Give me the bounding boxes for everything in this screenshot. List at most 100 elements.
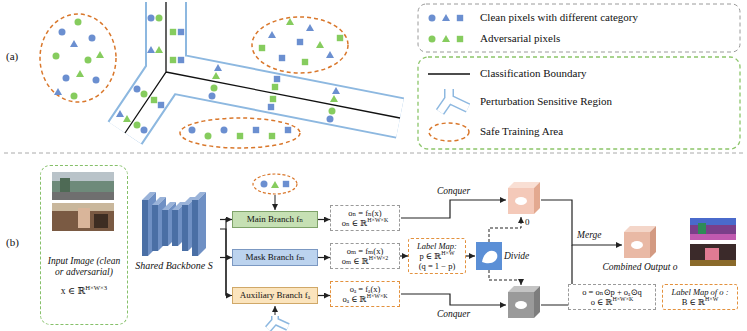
pixel-points-part [189, 127, 196, 134]
backbone-blocks-part [172, 210, 178, 246]
pixel-points-part [53, 53, 60, 60]
pixel-points-part [123, 115, 131, 122]
pixel-points-part [141, 91, 148, 98]
output-map [690, 218, 736, 266]
branch-box: Mask Branch fₘ [232, 249, 318, 266]
exponent: H×W [441, 250, 454, 256]
legend-sample-part [429, 123, 469, 141]
pixel-points-part [205, 133, 212, 140]
pixel-points-part [221, 127, 228, 134]
pixel-points-part [286, 18, 294, 25]
output-box: oₐ = fₐ(x)oₐ ∈ ℝH×W×K [330, 281, 400, 307]
branch-icon-part [283, 181, 289, 187]
legend-sample-part [429, 36, 436, 43]
pixel-points-part [116, 110, 124, 117]
panel-label: (a) [6, 50, 18, 63]
pixel-points-part [326, 51, 334, 58]
feature-cube-part [508, 292, 534, 318]
pixel-points-part [85, 57, 92, 64]
branch-icon-part [261, 181, 268, 188]
exponent: H×W [705, 296, 718, 302]
legend-sample-part [442, 35, 450, 42]
output-map-part [690, 218, 736, 240]
feature-cube-part [631, 241, 643, 249]
node-text: Combined Output o [596, 262, 684, 273]
backbone-blocks-part [142, 200, 148, 256]
divide-arrow-part [489, 270, 521, 285]
conquer-arrow-part [401, 294, 506, 305]
pixel-points-part [141, 127, 148, 134]
mask-icon-part [476, 242, 502, 270]
safe-training-area-part [252, 17, 348, 73]
branch-icon-part [268, 316, 288, 329]
separator [4, 153, 743, 154]
perturbation-region [125, 2, 400, 133]
feature-cube-part [624, 232, 650, 258]
pixel-points-part [147, 46, 155, 53]
branch-box: Main Branch fₙ [232, 211, 318, 228]
input-photo [52, 172, 114, 231]
pixel-points-part [134, 122, 141, 129]
pixel-points-part [332, 87, 340, 94]
backbone-blocks-part [182, 205, 188, 251]
output-map-part [698, 223, 706, 234]
output-map-part [690, 260, 736, 266]
step-label: Conquer [437, 308, 470, 321]
pixel-points-part [327, 116, 334, 123]
pixel-points-part [63, 75, 70, 82]
node-text: o ∈ ℝH×W×K [571, 297, 653, 307]
node-text: oₘ ∈ ℝH×W×2 [333, 256, 397, 266]
pixel-points-part [330, 95, 338, 102]
feature-cube-part [534, 286, 540, 318]
legend-text: Classification Boundary [480, 67, 587, 80]
pixel-points-part [259, 45, 265, 51]
feature-cube [508, 182, 656, 318]
pixel-points-part [306, 24, 314, 31]
feature-cube-part [534, 182, 540, 214]
pixel-points-part [71, 93, 78, 100]
backbone-blocks-part [198, 192, 206, 256]
connector [400, 255, 408, 256]
legend-sample-part [429, 15, 436, 22]
pixel-points-part [54, 88, 62, 95]
safe-training-area-part [40, 14, 116, 102]
pixel-points-part [285, 127, 291, 133]
input-box: Input Image (clean or adversarial)x ∈ ℝH… [40, 165, 128, 325]
pixel-points-part [302, 59, 308, 65]
legend-frame-part [418, 57, 740, 149]
pixel-points-part [134, 86, 141, 93]
node-text: Label Map of o : [665, 287, 735, 297]
pixel-points-part [148, 15, 155, 22]
exponent: H×W×K [367, 293, 388, 299]
pixel-points-part [178, 57, 184, 63]
input-photo-part [52, 203, 114, 231]
backbone-blocks-part [152, 205, 158, 251]
pixel-points-part [272, 84, 278, 90]
branch-icon-part [271, 181, 279, 188]
pixel-points-part [178, 29, 184, 35]
backbone-blocks-part [192, 200, 198, 256]
step-label: 0 [525, 216, 530, 229]
pixel-points-part [212, 72, 220, 79]
node-text: oₐ ∈ ℝH×W×K [333, 294, 397, 304]
legend-text: Perturbation Sensitive Region [480, 95, 612, 108]
pixel-points-part [170, 29, 176, 35]
mask-icon-part [482, 251, 497, 264]
connector [220, 219, 232, 220]
backbone-blocks [142, 192, 206, 256]
output-map-part [690, 218, 736, 225]
branch-icon-part [275, 195, 276, 210]
branch-box: Auxiliary Branch fₐ [232, 287, 318, 304]
pixel-points-part [170, 57, 176, 63]
divide-arrow-part [489, 217, 521, 242]
pixel-points-part [96, 51, 104, 58]
conquer-arrow-part [466, 255, 475, 256]
branch-icon-part [253, 174, 297, 194]
input-photo-part [78, 208, 90, 228]
pixel-points-part [209, 93, 216, 100]
legend-sample-part [442, 14, 450, 21]
backbone-blocks-part [162, 210, 168, 246]
pixel-points-part [75, 19, 82, 26]
classification-boundary [125, 2, 400, 133]
